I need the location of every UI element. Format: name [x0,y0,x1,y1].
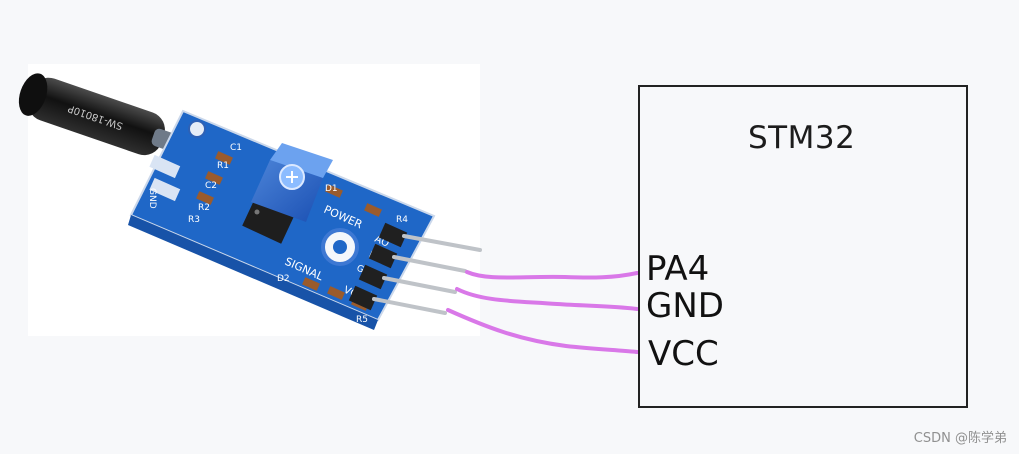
silk-gnd: GND [147,188,157,209]
silk-d1: D1 [325,184,338,194]
silk-r4: R4 [396,215,408,225]
connection-wires [446,270,639,354]
silk-c2: C2 [205,181,217,191]
potentiometer [251,143,333,222]
chip-area [242,196,295,244]
stm32-box [638,85,968,408]
silk-r1: R1 [217,161,229,171]
wire-pa4 [465,270,639,280]
sensor-tube: SW-18010P [18,73,178,156]
silk-d2: D2 [277,274,290,284]
pin-label-vcc: VCC [648,334,719,374]
silk-r3: R3 [188,215,200,225]
stm32-title: STM32 [748,120,856,156]
silk-r2: R2 [198,203,210,213]
header-pins [348,222,482,315]
pin-label-pa4: PA4 [646,249,710,289]
pin-label-gnd: GND [646,286,724,326]
wire-vcc [446,308,639,354]
silk-c1: C1 [230,143,242,153]
mount-hole-left [188,120,206,138]
wire-gnd [455,287,639,311]
pcb-board: GND C1 C2 R1 R2 R3 R4 R5 D1 D2 POWER SIG… [128,109,482,330]
silk-r5: R5 [356,315,368,325]
watermark-text: CSDN @陈学弟 [913,431,1007,446]
sensor-module-illustration: SW-18010P [18,73,482,330]
